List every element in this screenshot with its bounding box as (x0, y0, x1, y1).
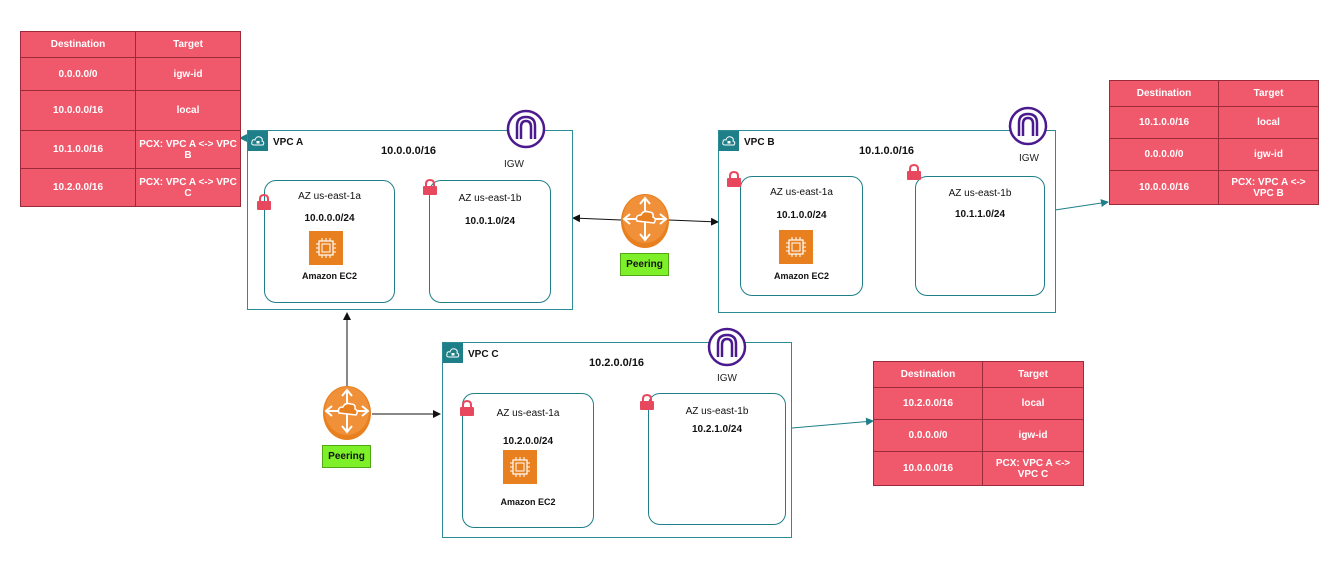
vpc-c-az-1a: AZ us-east-1a 10.2.0.0/24 Amazon EC2 (462, 393, 594, 528)
az-name: AZ us-east-1a (298, 191, 361, 202)
rt-c-cell: 10.0.0.0/16 (873, 451, 983, 486)
rt-a-cell: 10.0.0.0/16 (20, 90, 136, 131)
rt-b-cell: local (1218, 106, 1319, 139)
rt-b-header-target: Target (1218, 80, 1319, 107)
az-name: AZ us-east-1b (948, 188, 1012, 199)
vpc-c-cidr: 10.2.0.0/16 (589, 357, 645, 369)
vpc-b-az-1b: AZ us-east-1b 10.1.1.0/24 (915, 176, 1045, 296)
rt-b-cell: igw-id (1218, 138, 1319, 171)
vpc-a-az-1b: AZ us-east-1b 10.0.1.0/24 (429, 180, 551, 303)
vpc-a-name: VPC A (273, 137, 304, 148)
vpc-c-az-1b: AZ us-east-1b 10.2.1.0/24 (648, 393, 786, 525)
lock-icon (257, 193, 271, 210)
vpc-b: VPC B 10.1.0.0/16 IGW AZ us-east-1a 10.1… (718, 130, 1056, 313)
igw-icon (707, 327, 747, 367)
rt-a-cell: PCX: VPC A <-> VPC C (135, 168, 241, 207)
vpc-c: VPC C 10.2.0.0/16 IGW AZ us-east-1a 10.2… (442, 342, 792, 538)
vpc-b-az-1a: AZ us-east-1a 10.1.0.0/24 Amazon EC2 (740, 176, 863, 296)
rt-b-cell: PCX: VPC A <-> VPC B (1218, 170, 1319, 205)
peering-ab-line-right (668, 217, 719, 226)
vpc-c-igw-label: IGW (717, 373, 737, 384)
rt-a-header-destination: Destination (20, 31, 136, 58)
az-name: AZ us-east-1a (770, 187, 833, 198)
rt-a-cell: igw-id (135, 57, 241, 91)
vpc-c-name: VPC C (468, 349, 499, 360)
rt-a-cell: 10.2.0.0/16 (20, 168, 136, 207)
subnet-cidr: 10.0.1.0/24 (464, 216, 516, 227)
peering-router-icon (323, 386, 371, 440)
vpc-a-cidr: 10.0.0.0/16 (381, 145, 437, 157)
vpc-a-az-1a: AZ us-east-1a 10.0.0.0/24 Amazon EC2 (264, 180, 395, 303)
rt-b-header-destination: Destination (1109, 80, 1219, 107)
subnet-cidr: 10.2.1.0/24 (691, 424, 743, 435)
ec2-label: Amazon EC2 (500, 497, 556, 507)
rt-c-header-destination: Destination (873, 361, 983, 388)
rt-c-cell: PCX: VPC A <-> VPC C (982, 451, 1084, 486)
subnet-cidr: 10.1.1.0/24 (954, 209, 1006, 220)
rt-c-cell: igw-id (982, 419, 1084, 452)
vpc-a: VPC A 10.0.0.0/16 IGW AZ us-east-1a 10.0… (247, 130, 573, 310)
rt-a-header-target: Target (135, 31, 241, 58)
lock-icon (907, 163, 921, 180)
ec2-label: Amazon EC2 (301, 271, 357, 281)
vpc-b-name: VPC B (744, 137, 775, 148)
rt-a-cell: PCX: VPC A <-> VPC B (135, 130, 241, 169)
peering-router-icon (621, 194, 669, 248)
peering-ab-line-left (572, 214, 622, 223)
lock-icon (423, 178, 437, 195)
rt-a-cell: local (135, 90, 241, 131)
lock-icon (460, 399, 474, 416)
ec2-icon (779, 230, 813, 264)
rt-c-header-target: Target (982, 361, 1084, 388)
az-name: AZ us-east-1a (496, 408, 560, 419)
igw-icon (506, 109, 546, 149)
subnet-cidr: 10.2.0.0/24 (502, 436, 554, 447)
rt-link-b (1054, 199, 1109, 211)
lock-icon (727, 170, 741, 187)
ec2-icon (309, 231, 343, 265)
peering-label-ab: Peering (620, 253, 669, 276)
subnet-cidr: 10.1.0.0/24 (776, 210, 827, 221)
az-name: AZ us-east-1b (685, 406, 749, 417)
vpc-b-igw-label: IGW (1019, 153, 1039, 164)
rt-a-cell: 0.0.0.0/0 (20, 57, 136, 91)
rt-link-c (791, 417, 874, 429)
vpc-cloud-icon (719, 131, 739, 151)
vpc-a-igw-label: IGW (504, 159, 524, 170)
rt-c-cell: 10.2.0.0/16 (873, 387, 983, 420)
rt-b-cell: 10.0.0.0/16 (1109, 170, 1219, 205)
rt-a-cell: 10.1.0.0/16 (20, 130, 136, 169)
vpc-cloud-icon (443, 343, 463, 363)
lock-icon (640, 393, 654, 410)
igw-icon (1008, 106, 1048, 146)
rt-c-cell: 0.0.0.0/0 (873, 419, 983, 452)
ec2-icon (503, 450, 537, 484)
rt-b-cell: 0.0.0.0/0 (1109, 138, 1219, 171)
vpc-b-cidr: 10.1.0.0/16 (859, 145, 915, 157)
subnet-cidr: 10.0.0.0/24 (304, 213, 355, 224)
vpc-cloud-icon (248, 131, 268, 151)
peering-label-ac: Peering (322, 445, 371, 468)
az-name: AZ us-east-1b (458, 193, 522, 204)
ec2-label: Amazon EC2 (773, 271, 829, 281)
rt-b-cell: 10.1.0.0/16 (1109, 106, 1219, 139)
rt-c-cell: local (982, 387, 1084, 420)
